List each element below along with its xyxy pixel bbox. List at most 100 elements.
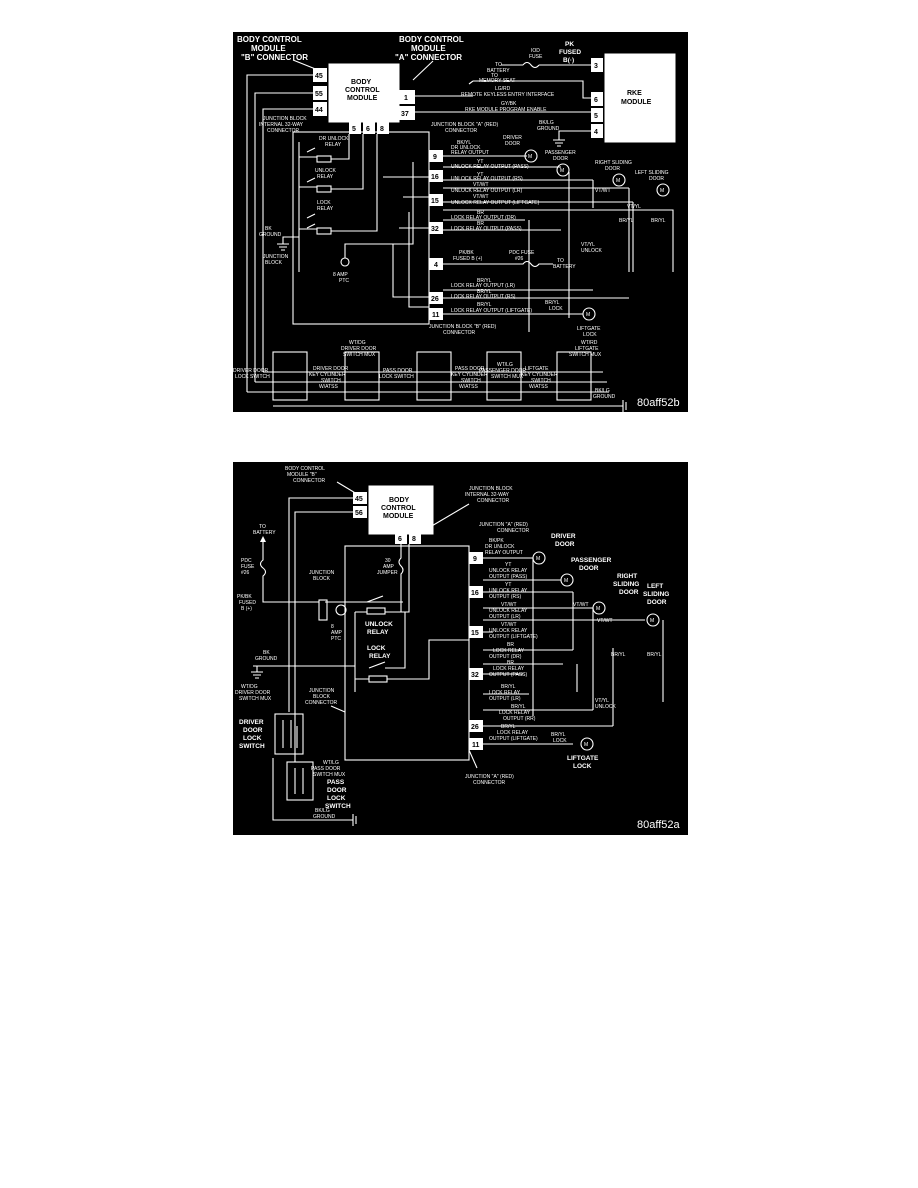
- junction-block-2: BLOCK: [265, 260, 283, 266]
- passenger-door-2: DOOR: [579, 565, 599, 572]
- output-wires: [443, 155, 674, 315]
- pin-label: 8: [380, 126, 384, 133]
- dr-unlock-out-2: RELAY OUTPUT: [451, 150, 489, 156]
- rke-program-label: RKE MODULE PROGRAM ENABLE: [465, 107, 547, 113]
- vt-wt-lift-3: OUTPUT (LIFTGATE): [489, 634, 538, 640]
- pdc-fuse-1: PDC FUSE: [509, 250, 535, 256]
- sw5-label-4: W/ATSS: [529, 384, 548, 390]
- wt-rd-1: WT/RD: [581, 340, 598, 346]
- pin-32: [469, 668, 483, 680]
- fuse-wire: [501, 61, 591, 69]
- bk-yl-label: BK/YL: [457, 140, 471, 146]
- rke-module-box: [604, 53, 676, 143]
- bk-lg-ground2-2: GROUND: [593, 394, 616, 400]
- right-sliding-2: DOOR: [605, 166, 620, 172]
- sw5-label-3: SWITCH: [531, 378, 551, 384]
- bk-ground-1: BK: [265, 226, 272, 232]
- motor-m-label: M: [660, 188, 664, 194]
- lg-rd-label: LG/RD: [495, 86, 511, 92]
- pk-bk-2: FUSED: [239, 600, 256, 606]
- pin-55: [313, 86, 327, 100]
- pin-45: [313, 68, 327, 82]
- jb-a-red-2: CONNECTOR: [497, 528, 530, 534]
- passenger-door-1: PASSENGER: [545, 150, 576, 156]
- pin-label: 37: [401, 111, 409, 118]
- bryl-rs-3: OUTPUT (RR): [503, 716, 536, 722]
- sw4-label-2: KEY CYLINDER: [451, 372, 488, 378]
- wt-rd-3: SWITCH MUX: [569, 352, 602, 358]
- pdc-fuse-2: #26: [515, 256, 524, 262]
- leader-line: [412, 60, 434, 81]
- lock-out-lift: LOCK RELAY OUTPUT (LIFTGATE): [451, 308, 532, 314]
- pk-fused-1: PK: [565, 41, 574, 48]
- to-battery-2: BATTERY: [253, 530, 276, 536]
- sw3-label-2: LOCK SWITCH: [379, 374, 414, 380]
- relay-wires: [298, 134, 378, 272]
- switch-5: [556, 351, 592, 401]
- liftgate-lock-1: LIFTGATE: [567, 755, 599, 762]
- pin-label: 9: [473, 556, 477, 563]
- passenger-door-1: PASSENGER: [571, 557, 612, 564]
- pk-bk-1: PK/BK: [237, 594, 252, 600]
- bk-ground-2: GROUND: [259, 232, 282, 238]
- left-sliding-2: SLIDING: [643, 591, 669, 598]
- junction-block-1: JUNCTION: [263, 254, 289, 260]
- yt-pass-2: UNLOCK RELAY: [489, 568, 528, 574]
- pin-label: 16: [431, 174, 439, 181]
- br-pass-2: LOCK RELAY: [493, 666, 525, 672]
- vertical-wires: [528, 172, 674, 332]
- vt-wt-a: VT/WT: [573, 602, 589, 608]
- remote-keyless-label: REMOTE KEYLESS ENTRY INTERFACE: [461, 92, 555, 98]
- pin-5: [591, 108, 603, 122]
- bk-lg-ground-2: GROUND: [313, 814, 336, 820]
- pin-label: 44: [315, 107, 323, 114]
- pdc-fuse-1: PDC: [241, 558, 252, 564]
- br-yl-a: BR/YL: [611, 652, 626, 658]
- ptc-symbol: [335, 604, 347, 616]
- bcm-b-label-2: MODULE: [251, 44, 286, 53]
- driver-switch-3: LOCK: [243, 735, 262, 742]
- left-sliding-motor: [656, 183, 670, 197]
- bcm-b-wires: [288, 497, 353, 762]
- pin-4: [429, 258, 443, 270]
- pdc-fuse-3: #26: [241, 570, 250, 576]
- pin-label: 4: [434, 262, 438, 269]
- wt-dg-2: DRIVER DOOR: [341, 346, 377, 352]
- pin-label: 15: [431, 198, 439, 205]
- passenger-door-2: DOOR: [553, 156, 568, 162]
- sw4-label-4: W/ATSS: [459, 384, 478, 390]
- right-sliding-2: SLIDING: [613, 581, 639, 588]
- wt-lg-1: WT/LG: [497, 362, 513, 368]
- bk-lg-ground-1: BK/LG: [315, 808, 330, 814]
- rke-ground: [553, 130, 591, 147]
- left-sliding-motor: [646, 613, 660, 627]
- pin-label: 8: [412, 536, 416, 543]
- pin-label: 9: [433, 154, 437, 161]
- rke-label-1: RKE: [627, 90, 642, 97]
- pin-label: 11: [472, 742, 480, 749]
- jb-internal-2: INTERNAL 32-WAY: [465, 492, 510, 498]
- relay-contacts: [306, 147, 316, 229]
- switch-2: [344, 351, 380, 401]
- bk-lg-ground2-1: BK/LG: [595, 388, 610, 394]
- bk-pk-label: BK/PK: [489, 538, 504, 544]
- wiring-diagram-bottom: BODY CONTROL MODULE "B" CONNECTOR 45 56 …: [233, 462, 688, 835]
- pin-label: 56: [355, 510, 363, 517]
- amp-ptc-2: AMP: [331, 630, 343, 636]
- vt-wt-lift-1: VT/WT: [501, 622, 517, 628]
- sw2-label-4: W/ATSS: [319, 384, 338, 390]
- jb-b-red-2: CONNECTOR: [443, 330, 476, 336]
- driver-switch-2: DOOR: [243, 727, 263, 734]
- lock-out-lr: LOCK RELAY OUTPUT (LR): [451, 283, 515, 289]
- sw2-label-2: KEY CYLINDER: [309, 372, 346, 378]
- wt-dg-3: SWITCH MUX: [239, 696, 272, 702]
- pk-fused-2: FUSED: [559, 49, 581, 56]
- pin-11: [429, 308, 443, 320]
- br-yl-b: BR/YL: [647, 652, 662, 658]
- wt-lg-3: SWITCH MUX: [491, 374, 524, 380]
- pin-45: [353, 492, 367, 504]
- vt-wt-b: VT/WT: [597, 618, 613, 624]
- switch-ground: [272, 758, 357, 826]
- relay-coil: [316, 227, 332, 235]
- jb-internal-2: INTERNAL 32-WAY: [259, 122, 304, 128]
